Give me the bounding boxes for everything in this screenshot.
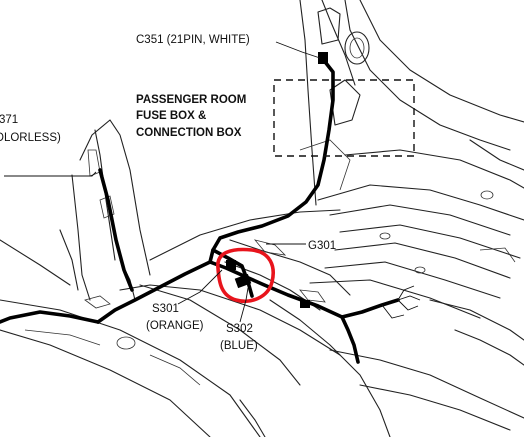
leader-lines	[4, 41, 321, 323]
label-left-connector-line2: OLORLESS)	[0, 132, 61, 144]
label-c351: C351 (21PIN, WHITE)	[136, 34, 250, 46]
highlight-circle	[216, 247, 275, 303]
label-fuse-box-line1: PASSENGER ROOM	[136, 94, 246, 106]
label-s302-line1: S302	[226, 323, 253, 335]
label-g301: G301	[308, 240, 336, 252]
label-left-connector-line1: 371	[0, 114, 18, 126]
label-s301-line2: (ORANGE)	[146, 320, 204, 332]
label-s302-line2: (BLUE)	[220, 340, 258, 352]
label-s301-line1: S301	[152, 303, 179, 315]
labels: C351 (21PIN, WHITE) PASSENGER ROOM FUSE …	[0, 34, 336, 352]
fuse-box-dashed-outline	[273, 79, 415, 157]
label-fuse-box-line3: CONNECTION BOX	[136, 127, 242, 139]
label-fuse-box-line2: FUSE BOX &	[136, 110, 206, 122]
